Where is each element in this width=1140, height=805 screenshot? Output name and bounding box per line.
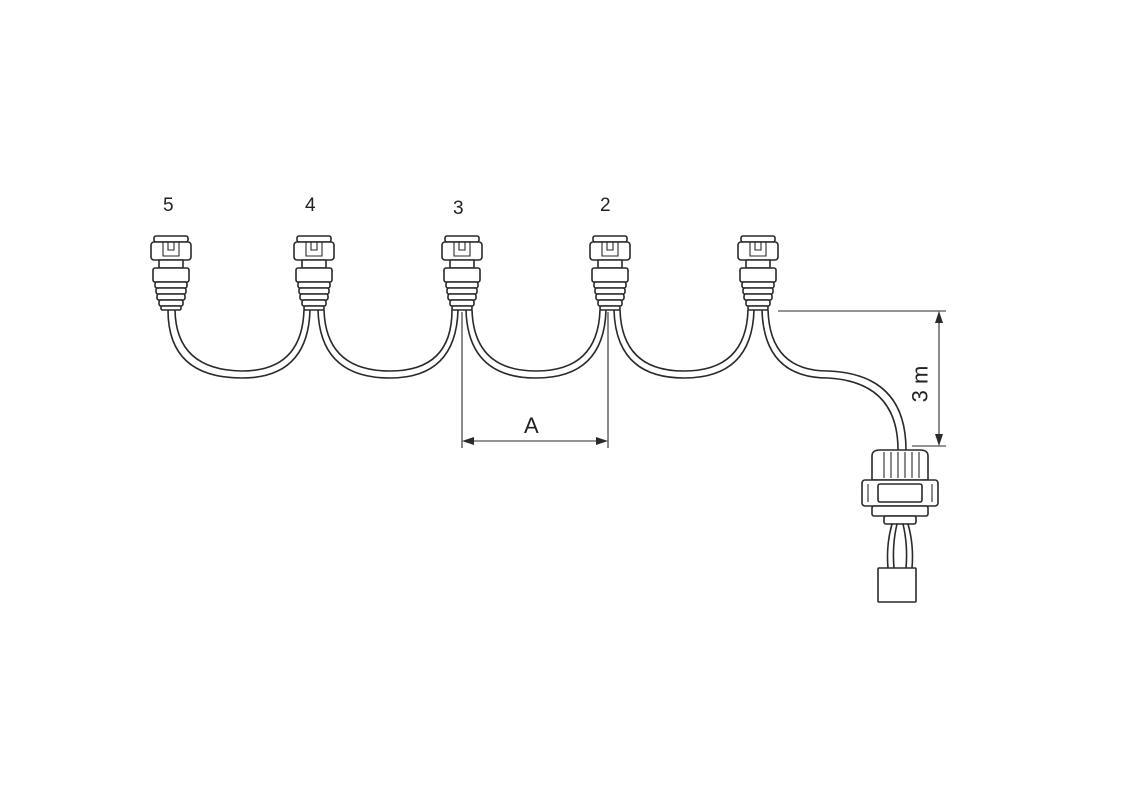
- connector-3-label: 3: [453, 198, 464, 219]
- connector-5-label: 5: [163, 195, 174, 216]
- dimension-a: [461, 312, 609, 448]
- connector-4: [293, 235, 335, 311]
- end-plug: [861, 449, 939, 603]
- connector-1: [737, 235, 779, 311]
- dimension-3m: [778, 310, 946, 447]
- connector-2-label: 2: [600, 195, 611, 216]
- connector-2: [589, 235, 631, 311]
- connector-3: [441, 235, 483, 311]
- dimension-a-label: A: [524, 413, 539, 438]
- dimension-3m-label: 3 m: [907, 365, 933, 403]
- cable-segments: [167, 309, 907, 451]
- connector-4-label: 4: [305, 195, 316, 216]
- connector-5: [150, 235, 192, 311]
